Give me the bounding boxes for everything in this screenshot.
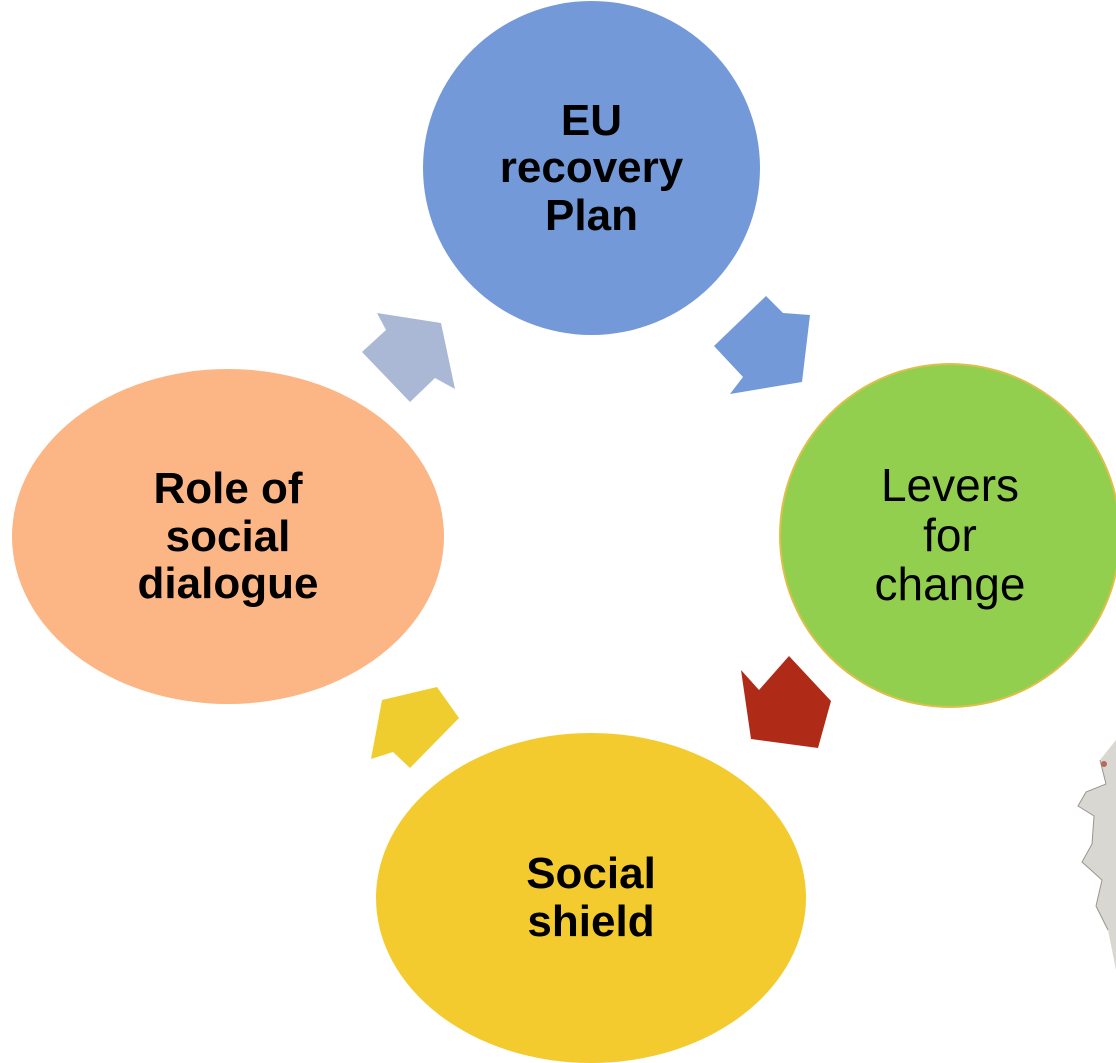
node-eu-recovery-plan-label: EU recovery Plan [499,95,684,240]
node-levers-for-change: Levers for change [779,363,1116,708]
node-levers-for-change-label: Levers for change [874,458,1026,611]
arrow-role-to-eu [362,313,455,402]
node-social-shield: Social shield [376,733,806,1063]
arrow-social-to-role [371,687,459,768]
arrow-levers-to-social [741,656,831,748]
node-social-shield-label: Social shield [526,849,656,946]
arrow-eu-to-levers [714,296,810,394]
map-fragment-image [1077,740,1116,970]
node-eu-recovery-plan: EU recovery Plan [423,1,760,335]
node-role-of-social-dialogue-label: Role of social dialogue [137,464,319,609]
node-role-of-social-dialogue: Role of social dialogue [12,369,444,704]
